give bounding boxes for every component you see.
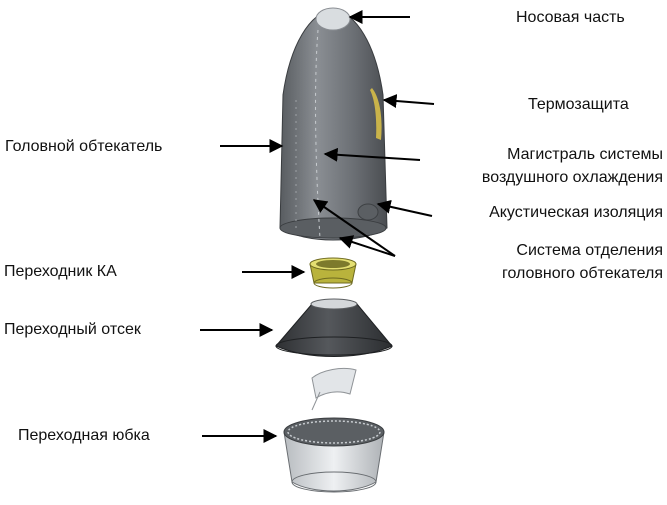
- label-interstage: Переходный отсек: [4, 321, 141, 338]
- label-thermal: Термозащита: [528, 96, 629, 113]
- arrow-cooling: [323, 147, 421, 162]
- separation-sheet: [311, 367, 357, 411]
- label-separation-2: головного обтекателя: [501, 265, 663, 282]
- nose-cap: [315, 7, 351, 31]
- head-fairing: [279, 9, 388, 241]
- arrow-thermal: [382, 94, 435, 108]
- label-fairing: Головной обтекатель: [5, 138, 163, 155]
- label-adapter: Переходник КА: [4, 263, 117, 280]
- label-cooling-2: воздушного охлаждения: [481, 169, 663, 186]
- thermal-protection: [370, 88, 382, 140]
- arrow-separation-b: [338, 235, 396, 257]
- spacecraft-adapter: [309, 257, 357, 289]
- callout-arrows: [200, 10, 435, 443]
- interstage-cone: [275, 298, 393, 357]
- arrow-separation-a: [312, 199, 396, 257]
- label-nose: Носовая часть: [516, 9, 625, 26]
- arrow-acoustic: [376, 199, 433, 217]
- label-skirt: Переходная юбка: [18, 427, 150, 444]
- transition-skirt: [283, 417, 385, 493]
- label-separation-1: Система отделения: [516, 242, 663, 259]
- label-cooling-1: Магистраль системы: [507, 146, 663, 163]
- label-acoustic: Акустическая изоляция: [489, 204, 663, 221]
